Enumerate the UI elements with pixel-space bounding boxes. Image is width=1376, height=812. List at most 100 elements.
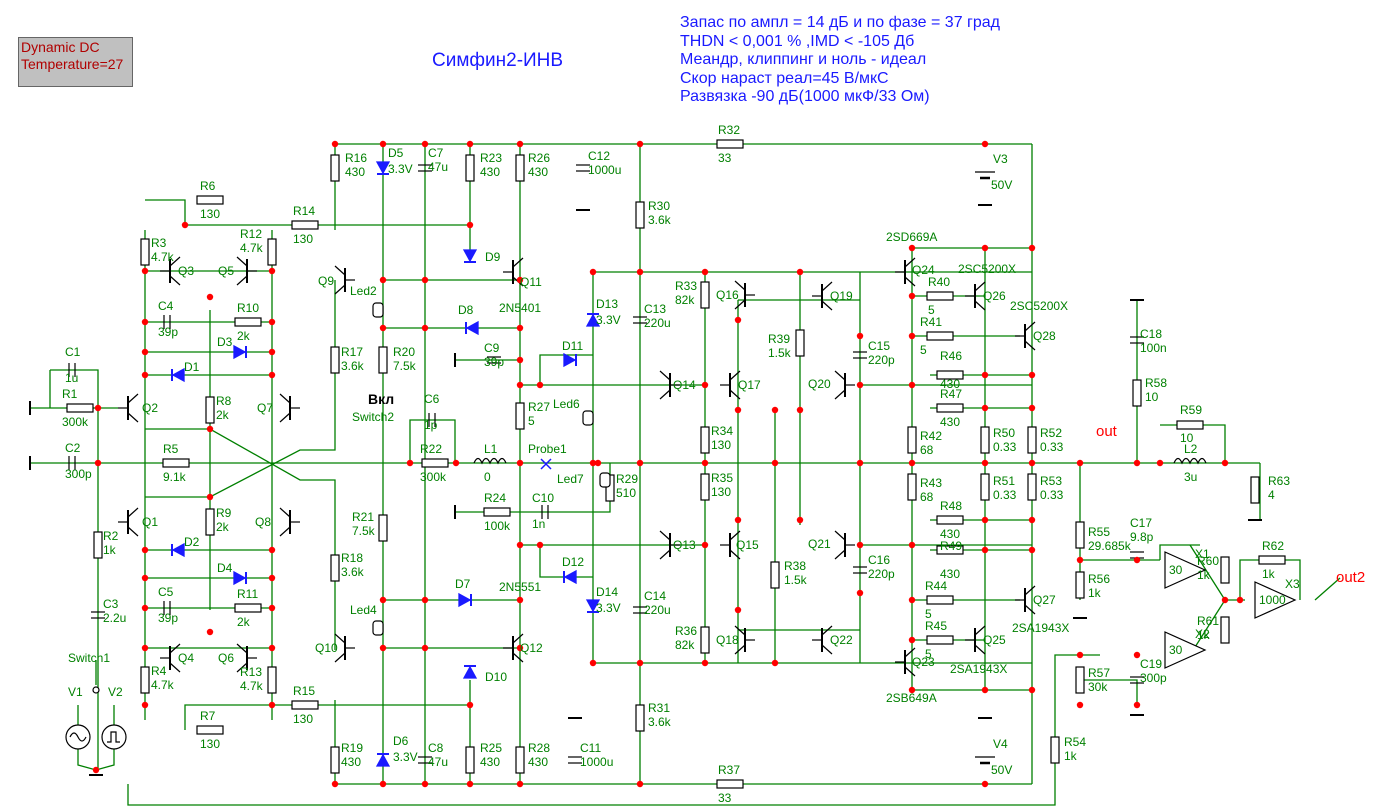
resistor-r63: [1250, 476, 1260, 504]
resistor-value: 300k: [62, 415, 89, 429]
switch-state-label: Вкл: [368, 391, 394, 407]
resistor-label: R42: [920, 429, 942, 443]
switch-contact: [92, 686, 100, 694]
transistor-emitter: [236, 275, 248, 286]
resistor-r24: [483, 507, 511, 517]
junction-node: [1028, 244, 1036, 252]
capacitor-label: C5: [158, 585, 174, 599]
resistor-r31: [635, 704, 645, 732]
resistor-label: R36: [675, 624, 697, 638]
resistor-value: 130: [293, 712, 313, 726]
transistor-emitter: [974, 644, 986, 655]
resistor-label: R44: [925, 579, 947, 593]
capacitor-label: C1: [65, 345, 81, 359]
led-label: Led7: [557, 472, 584, 486]
diode-d10: [462, 665, 478, 679]
transistor-collector: [512, 257, 524, 268]
junction-node: [516, 780, 524, 788]
junction-node: [141, 574, 149, 582]
resistor-value: 29.685k: [1088, 539, 1132, 553]
amplifier-label: X2: [1195, 627, 1210, 641]
spec-line: Скор нараст реал=45 В/мкС: [680, 69, 889, 87]
junction-node: [406, 459, 414, 467]
resistor-label: R19: [341, 741, 363, 755]
transistor-label: Q20: [808, 377, 831, 391]
junction-node: [981, 244, 989, 252]
diode-label: D12: [562, 555, 584, 569]
junction-node: [1133, 556, 1141, 564]
sine-icon: [69, 732, 87, 742]
junction-node: [466, 140, 474, 148]
capacitor-value: 100n: [1140, 341, 1167, 355]
transistor-collector: [512, 633, 524, 644]
junction-node: [908, 381, 916, 389]
junction-node: [1236, 596, 1244, 604]
amplifier-gain: 1000: [1259, 593, 1286, 607]
resistor-value: 130: [293, 232, 313, 246]
junction-node: [636, 140, 644, 148]
resistor-r41: [926, 331, 954, 341]
junction-node: [856, 459, 864, 467]
capacitor-label: C12: [588, 149, 610, 163]
resistor-r17: [330, 346, 340, 374]
resistor-label: R51: [993, 474, 1015, 488]
junction-node: [516, 644, 524, 652]
resistor-r21: [378, 514, 388, 542]
simulation-temperature: Temperature=27: [21, 56, 124, 72]
resistor-r34: [700, 426, 710, 454]
resistor-value: 430: [940, 527, 960, 541]
resistor-r57: [1075, 666, 1085, 694]
resistor-label: R63: [1268, 474, 1290, 488]
simulation-mode-box[interactable]: Dynamic DC Temperature=27: [18, 37, 133, 87]
part-number: 2SA1943X: [950, 662, 1007, 676]
resistor-value: 430: [940, 567, 960, 581]
resistor-value: 68: [920, 490, 934, 504]
junction-node: [331, 140, 339, 148]
resistor-r56: [1075, 571, 1085, 599]
capacitor-value: 2.2u: [103, 611, 126, 625]
resistor-r11: [234, 603, 262, 613]
junction-node: [516, 541, 524, 549]
resistor-label: R7: [200, 709, 216, 723]
diode-label: D11: [562, 339, 583, 353]
resistor-label: R56: [1088, 572, 1110, 586]
resistor-r28: [515, 746, 525, 774]
transistor-emitter: [821, 644, 833, 655]
resistor-value: 7.5k: [393, 359, 417, 373]
spec-line: Запас по ампл = 14 дБ и по фазе = 37 гра…: [680, 14, 1001, 31]
transistor-collector: [834, 530, 846, 541]
transistor-collector: [236, 256, 248, 267]
part-number: 2N5551: [499, 580, 541, 594]
amplifier-x2: [1164, 631, 1207, 669]
resistor-r2: [93, 531, 103, 559]
part-number: 2SC5200X: [1010, 299, 1068, 313]
junction-node: [379, 276, 387, 284]
junction-node: [981, 140, 989, 148]
transistor-collector: [821, 281, 833, 292]
resistor-r42: [907, 426, 917, 454]
resistor-r46: [936, 370, 964, 380]
resistor-label: R45: [925, 619, 947, 633]
junction-node: [421, 324, 429, 332]
resistor-label: R29: [616, 472, 638, 486]
resistor-r22: [421, 458, 449, 468]
resistor-r30: [635, 201, 645, 229]
junction-node: [466, 221, 474, 229]
resistor-r51: [980, 473, 990, 501]
source-label: V4: [993, 737, 1008, 751]
diode-d13: [585, 313, 601, 327]
junction-node: [796, 516, 804, 524]
diode-label: D13: [596, 297, 618, 311]
switch-label: Switch2: [352, 410, 394, 424]
resistor-label: R39: [768, 332, 790, 346]
wires-layer: [30, 143, 1341, 806]
junction-node: [268, 644, 276, 652]
resistor-label: R53: [1040, 474, 1062, 488]
junction-node: [734, 516, 742, 524]
junction-node: [379, 140, 387, 148]
square-icon: [107, 731, 120, 743]
transistor-emitter: [659, 549, 671, 560]
led-label: Led6: [553, 397, 580, 411]
junction-node: [268, 371, 276, 379]
